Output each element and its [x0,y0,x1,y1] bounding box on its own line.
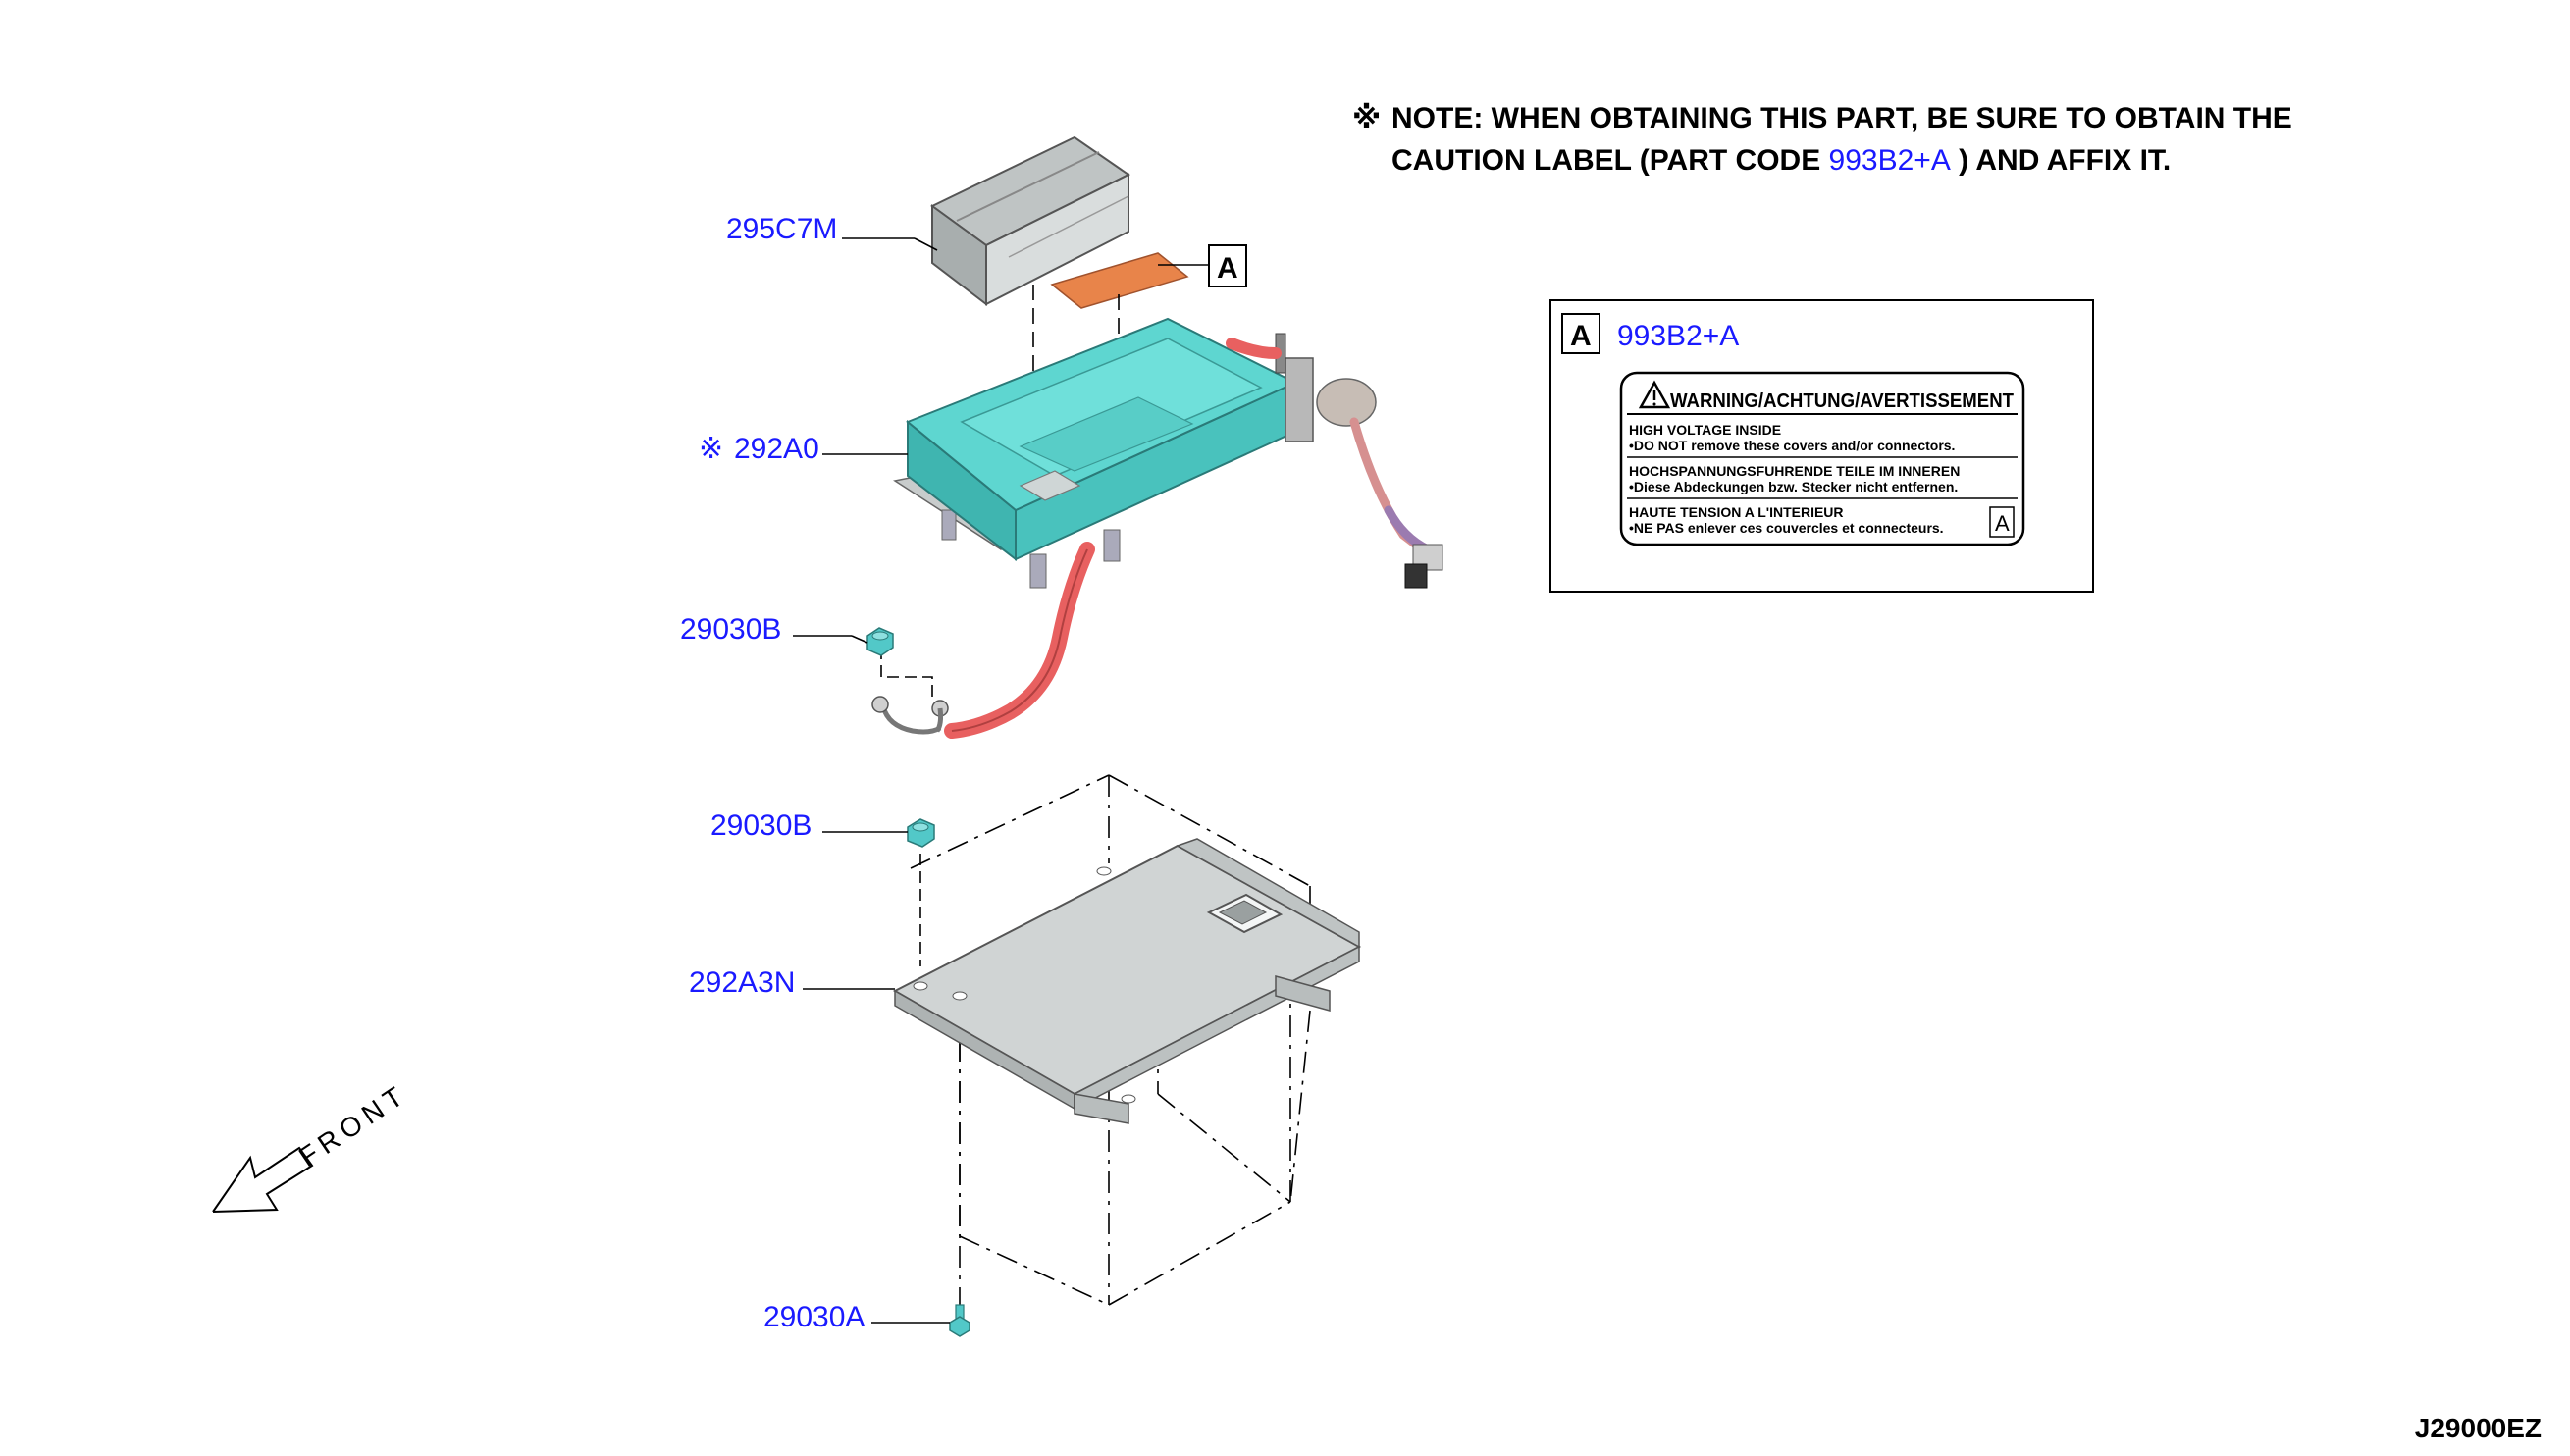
note-line-1: NOTE: WHEN OBTAINING THIS PART, BE SURE … [1391,102,2292,134]
note-mark: ※ [1352,102,1381,134]
caution-label-line-1: HIGH VOLTAGE INSIDE [1629,422,1781,438]
module-part[interactable] [893,317,1443,589]
callout-bracket[interactable]: 292A3N [689,966,795,999]
label-detail-marker: A [1570,320,1592,352]
note-line-2: CAUTION LABEL (PART CODE 993B2+A ) AND A… [1391,144,2171,177]
cover-part[interactable] [930,135,1130,307]
note-block: ※ NOTE: WHEN OBTAINING THIS PART, BE SUR… [1352,102,2292,177]
terminal-harness [871,696,949,735]
caution-label-heading: WARNING/ACHTUNG/AVERTISSEMENT [1670,390,2014,412]
caution-label-outline [1619,371,2025,546]
bolt-part[interactable] [949,1304,970,1337]
bracket-part[interactable] [892,838,1362,1124]
note-part-code-link[interactable]: 993B2+A [1829,144,1951,177]
callout-module-mark: ※ [699,433,723,465]
front-label: FRONT [293,1078,413,1172]
callout-nut-upper[interactable]: 29030B [680,613,781,646]
warning-triangle-icon [1638,380,1671,409]
caution-label-line-3: HOCHSPANNUNGSFUHRENDE TEILE IM INNEREN [1629,463,1960,479]
label-detail-marker-box [1561,313,1600,354]
label-detail-part-code[interactable]: 993B2+A [1617,320,1739,352]
label-detail-box: A 993B2+A WARNING/ACHTUNG/AVERTISSEMENT … [1549,299,2094,593]
caution-label-part[interactable] [1050,252,1189,309]
callout-module[interactable]: 292A0 [734,433,819,465]
callout-nut-lower[interactable]: 29030B [710,809,812,842]
caution-label-corner-marker: A [1995,511,2010,536]
nut-lower-part[interactable] [907,818,935,848]
caution-label-line-2: •DO NOT remove these covers and/or conne… [1629,438,1955,453]
callout-cover[interactable]: 295C7M [726,213,837,245]
nut-upper-part[interactable] [866,627,894,656]
callout-bolt[interactable]: 29030A [763,1301,865,1333]
caution-label-line-4: •Diese Abdeckungen bzw. Stecker nicht en… [1629,479,1958,494]
ref-marker: A [1217,252,1238,285]
front-arrow-icon [212,1146,314,1213]
high-voltage-cable [944,542,1095,739]
caution-label-line-6: •NE PAS enlever ces couvercles et connec… [1629,520,1944,536]
ref-marker-box [1208,244,1247,287]
caution-label-line-5: HAUTE TENSION A L'INTERIEUR [1629,504,1844,520]
diagram-id: J29000EZ [2415,1413,2542,1443]
